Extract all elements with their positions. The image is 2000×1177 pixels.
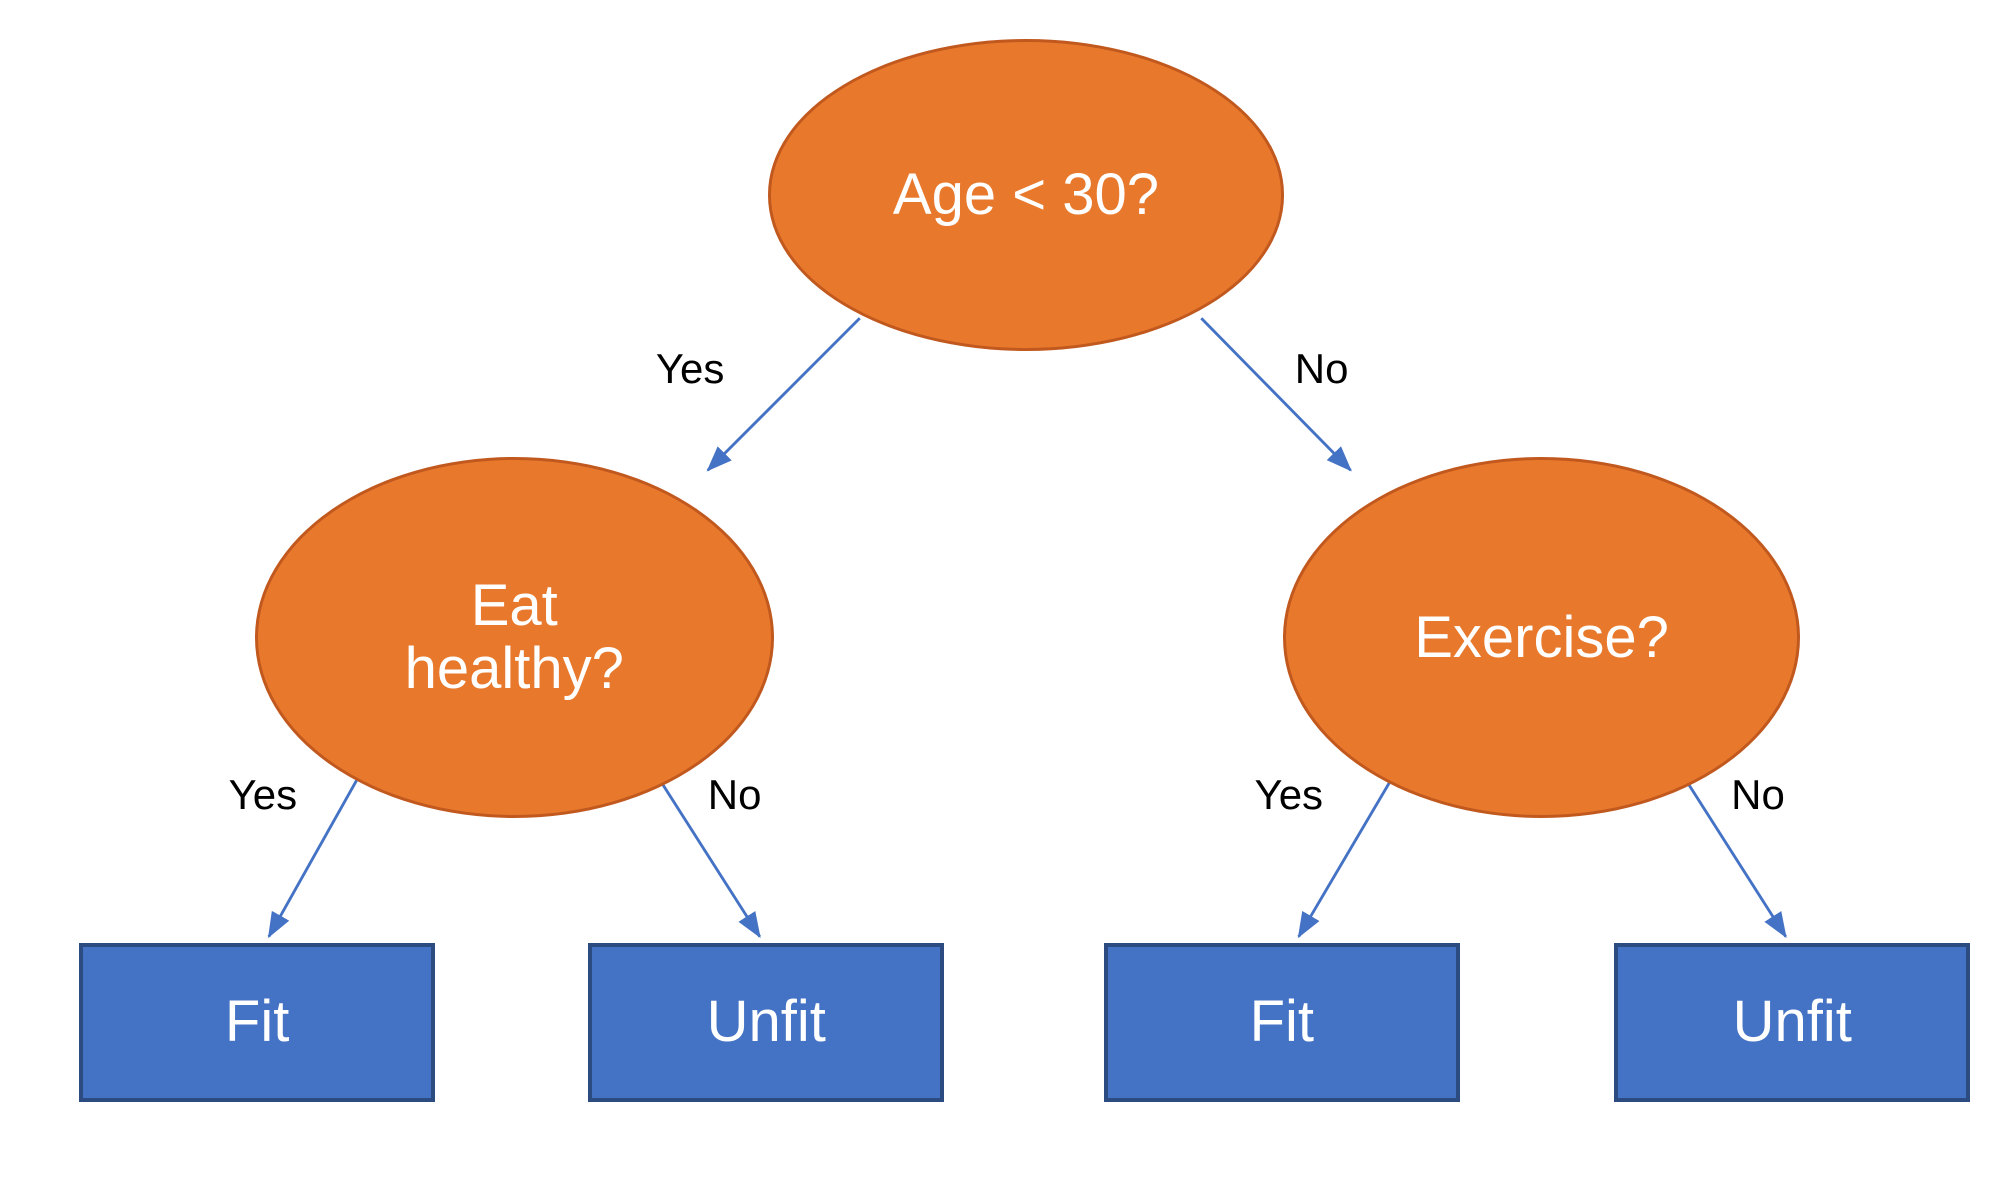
edge-label-root-yes: Yes	[655, 345, 725, 393]
node-label: Unfit	[706, 989, 826, 1055]
edge-label-root-no: No	[1294, 345, 1349, 393]
edge-line	[1200, 317, 1352, 472]
node-exercise[interactable]: Exercise?	[1283, 457, 1800, 819]
node-leaf-fit-left[interactable]: Fit	[79, 943, 436, 1102]
node-label: Exercise?	[1414, 604, 1669, 670]
node-label: Age < 30?	[892, 161, 1159, 227]
edge-label-eat-no: No	[707, 771, 762, 819]
node-eat-healthy[interactable]: Eat healthy?	[254, 457, 774, 819]
edge-label-eat-yes: Yes	[228, 771, 298, 819]
node-label: Eat healthy?	[404, 573, 624, 701]
node-leaf-unfit-right[interactable]: Unfit	[1614, 943, 1971, 1102]
node-label: Unfit	[1732, 989, 1852, 1055]
node-leaf-unfit-left[interactable]: Unfit	[588, 943, 945, 1102]
node-label: Fit	[224, 989, 290, 1055]
edge-line	[706, 317, 861, 472]
edge-label-exercise-no: No	[1731, 771, 1785, 819]
node-label: Fit	[1249, 989, 1315, 1055]
node-root-age[interactable]: Age < 30?	[767, 38, 1285, 351]
node-leaf-fit-right[interactable]: Fit	[1103, 943, 1460, 1102]
edge-label-exercise-yes: Yes	[1254, 771, 1324, 819]
